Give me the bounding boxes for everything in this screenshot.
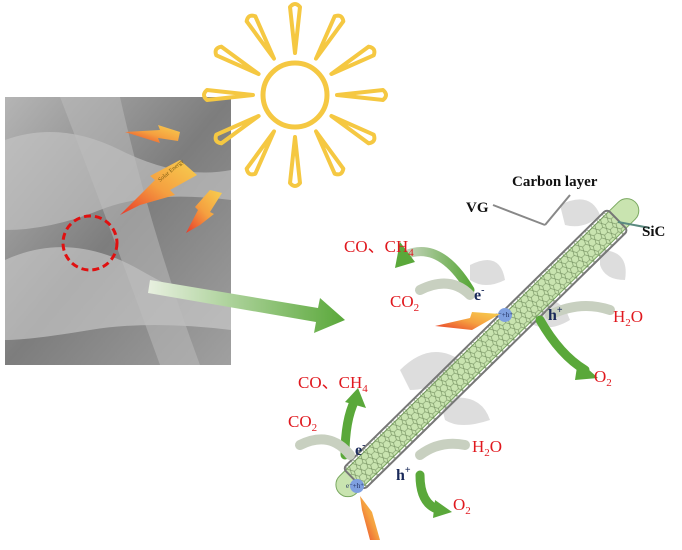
electron-label-top: e- xyxy=(474,285,484,304)
vg-label: VG xyxy=(466,200,489,216)
sun-ray xyxy=(335,88,388,102)
sun-ray xyxy=(202,88,255,102)
sun-ray xyxy=(244,13,276,61)
carbon-layer-label: Carbon layer xyxy=(512,174,598,190)
o2-label-bottom: O2 xyxy=(453,495,471,517)
h2o-label-bottom: H2O xyxy=(472,437,502,459)
sem-image xyxy=(5,97,231,365)
sun-ray xyxy=(314,13,346,61)
pair-label-top: e⁻+h⁺ xyxy=(495,311,513,319)
sun-ray xyxy=(213,44,261,76)
sic-nanowire xyxy=(335,198,640,498)
pointer-arrows xyxy=(492,194,651,229)
sun-ray xyxy=(329,44,377,76)
sun-ray xyxy=(288,135,302,188)
highlight-circle xyxy=(61,214,119,272)
reaction-arrows xyxy=(295,242,615,518)
bolt-icon xyxy=(360,496,380,540)
sun-icon xyxy=(202,2,388,188)
sic-label: SiC xyxy=(642,224,665,240)
bolt-icon xyxy=(120,160,197,215)
o2-label-top: O2 xyxy=(594,367,612,389)
charge-pairs: e⁻+h⁺ e⁻+h⁺ xyxy=(346,308,513,540)
hole-label-top: h+ xyxy=(548,305,563,324)
sun-ray xyxy=(329,114,377,146)
sun-ray xyxy=(213,114,261,146)
pair-label-bottom: e⁻+h⁺ xyxy=(346,482,364,490)
co2-label-bottom: CO2 xyxy=(288,412,317,434)
sun-ray xyxy=(314,129,346,177)
co-ch4-label-top: CO、CH4 xyxy=(344,237,414,259)
transition-arrow xyxy=(148,280,345,333)
sun-ray xyxy=(244,129,276,177)
co2-label-top: CO2 xyxy=(390,292,419,314)
bolt-icon xyxy=(125,125,180,143)
sun-disc xyxy=(260,60,330,130)
co-ch4-label-bottom: CO、CH4 xyxy=(298,373,368,395)
solar-energy-bolts: Solar Energy xyxy=(120,125,222,233)
h2o-label-top: H2O xyxy=(613,307,643,329)
electron-label-bottom: e- xyxy=(355,440,365,459)
bolt-icon xyxy=(435,312,500,330)
sun-ray xyxy=(288,2,302,55)
hole-label-bottom: h+ xyxy=(396,465,411,484)
bolt-icon xyxy=(186,190,222,233)
